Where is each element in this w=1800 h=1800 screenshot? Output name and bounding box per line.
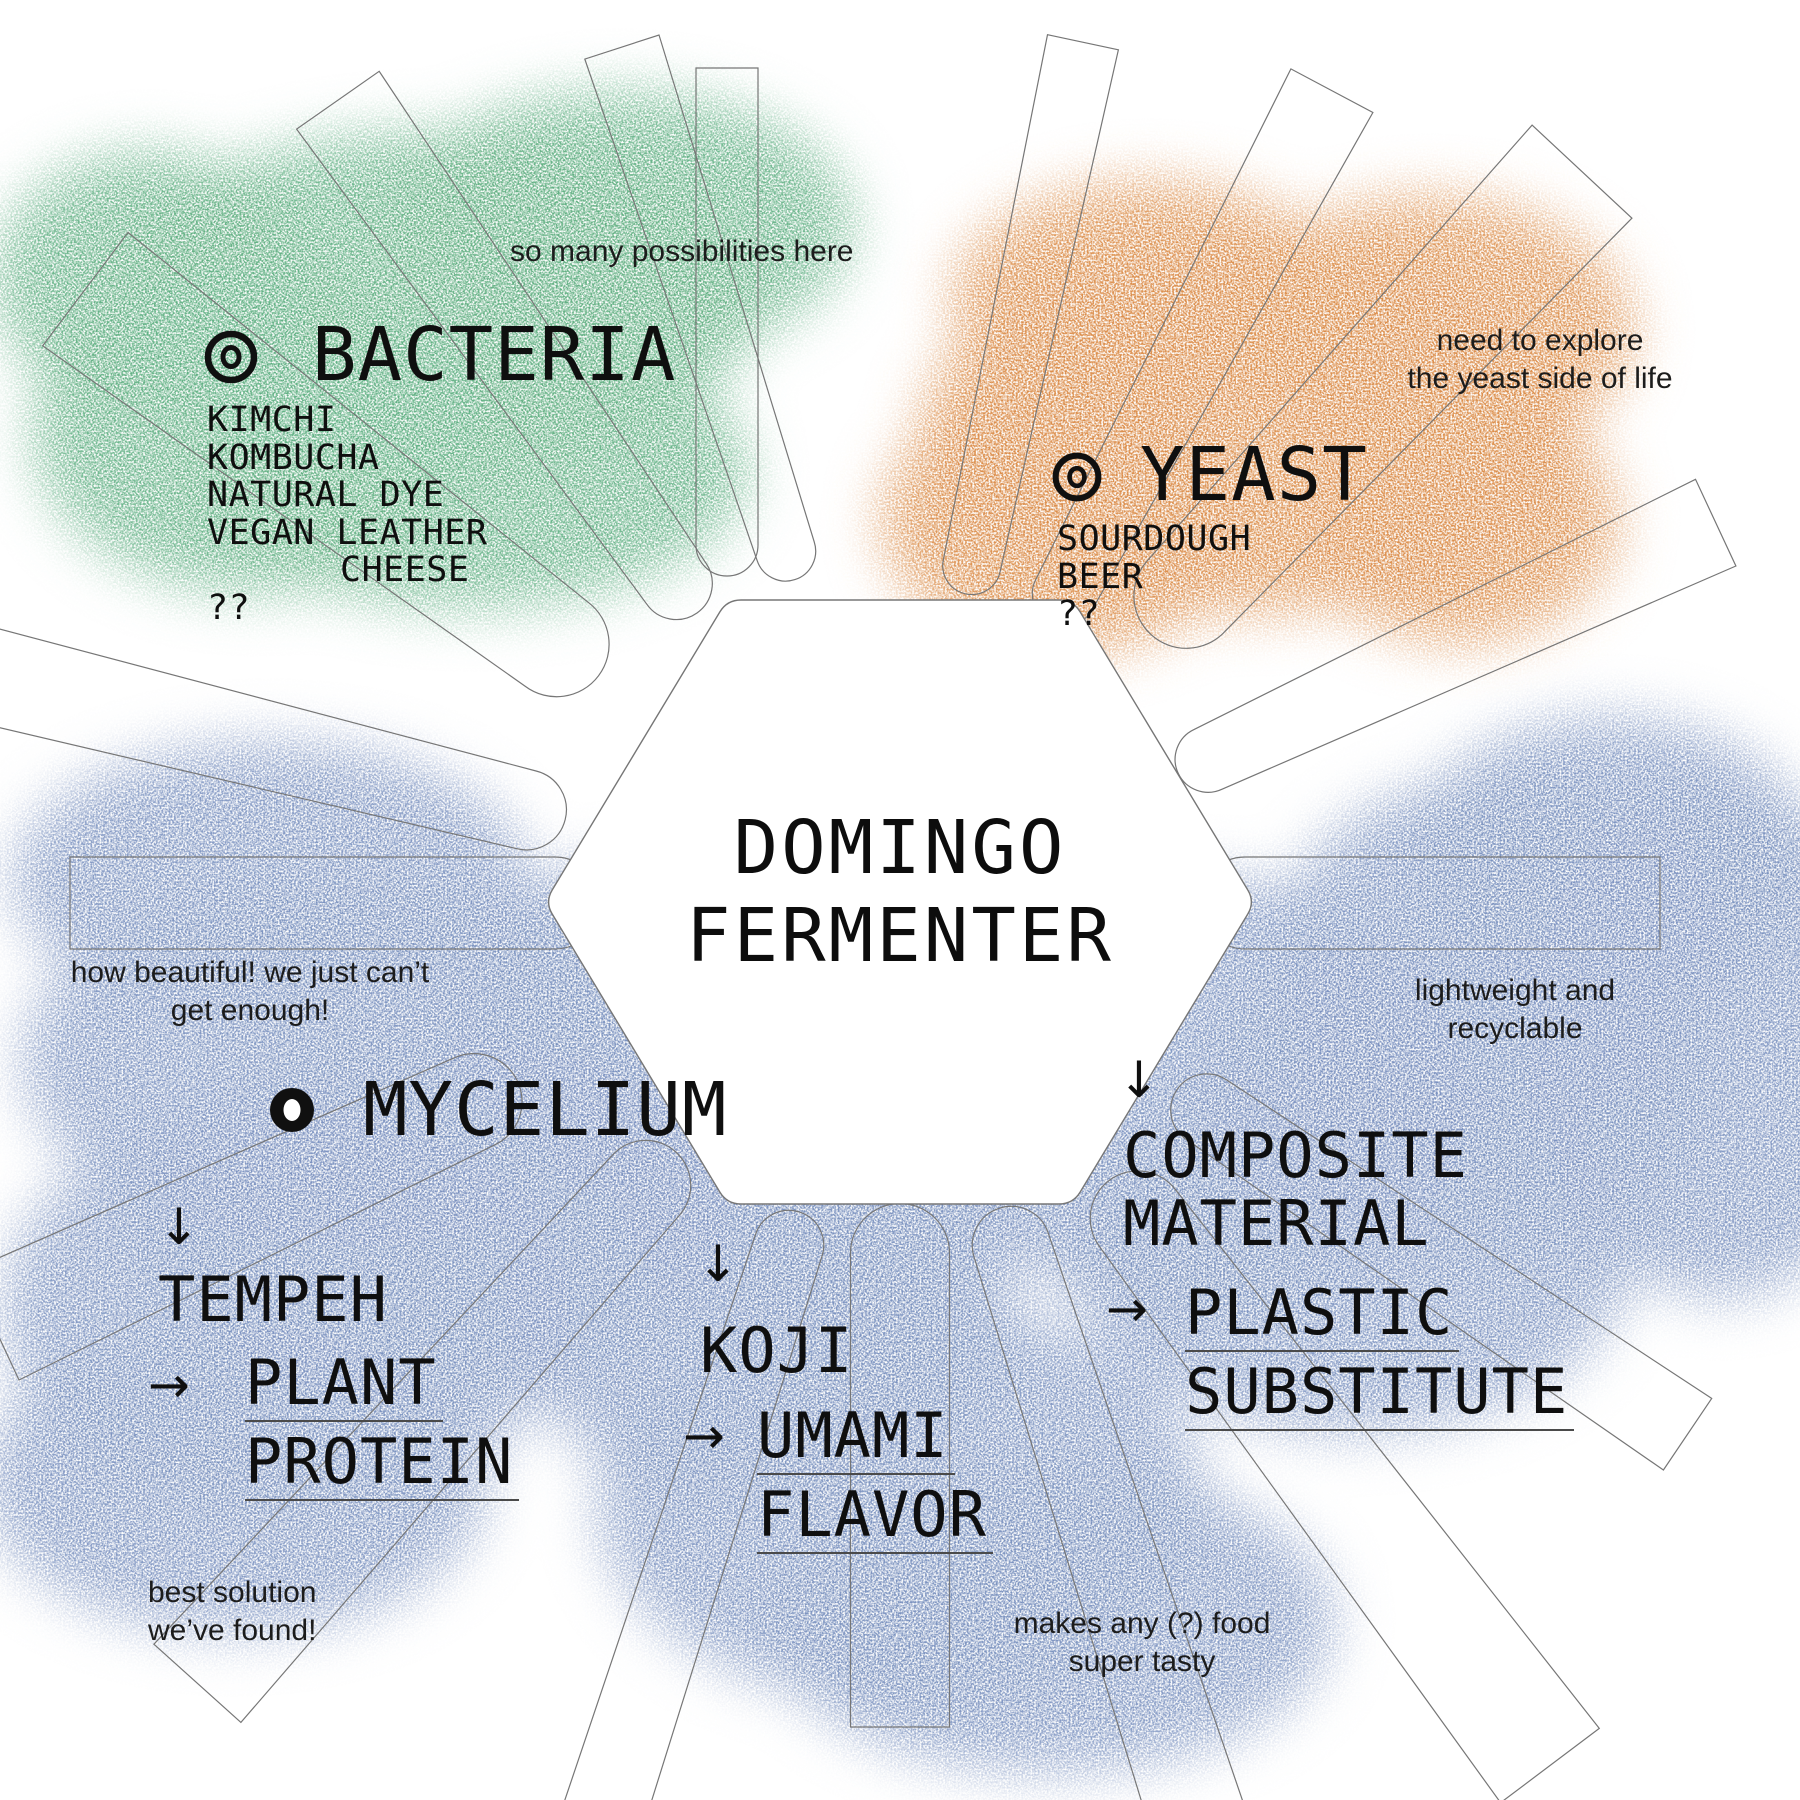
mycelium-note-line1: how beautiful! we just can’t [70,956,430,989]
yeast-note-line1: need to explore [1436,324,1644,357]
orange-spray-blob [880,180,1635,655]
bacteria-bullseye-icon [203,329,259,389]
yeast-items: SOURDOUGH BEER ?? [1057,519,1252,634]
mycelium-heading: MYCELIUM [363,1067,728,1153]
list-item: KOMBUCHA [207,437,380,478]
list-item: KIMCHI [207,400,337,440]
composite-note-line2: recyclable [1447,1012,1583,1045]
koji-note-line1: makes any (?) food [1013,1607,1271,1640]
tempeh-result-line2: PROTEIN [245,1431,520,1501]
list-item: VEGAN LEATHER [207,512,488,553]
arrow-right-icon: → [148,1356,190,1414]
tempeh-heading: TEMPEH [158,1263,388,1336]
koji-result-line2: FLAVOR [757,1484,993,1554]
list-item: ?? [207,587,251,628]
koji-note-line2: super tasty [1068,1645,1216,1678]
yeast-heading: YEAST [1140,432,1368,518]
mycelium-bullseye-icon [268,1086,316,1138]
tempeh-note-line2: we’ve found! [148,1614,317,1647]
yeast-note-line2: the yeast side of life [1407,362,1673,395]
yeast-note: need to explore the yeast side of life [1407,322,1672,398]
arrow-right-icon: → [683,1407,725,1465]
composite-result: PLASTIC SUBSTITUTE [1185,1282,1575,1440]
mycelium-note: how beautiful! we just can’t get enough! [71,954,430,1030]
composite-heading: COMPOSITE MATERIAL [1123,1122,1468,1258]
green-spray-blob [0,90,855,610]
center-title-line2: FERMENTER [686,893,1114,979]
composite-result-line2: SUBSTITUTE [1185,1361,1575,1431]
arrow-right-icon: → [1106,1280,1148,1338]
tempeh-note-line1: best solution [148,1576,317,1609]
arrow-down-icon: ↓ [1118,1051,1160,1109]
koji-result: UMAMI FLAVOR [757,1405,993,1563]
list-item: ?? [1057,594,1101,634]
composite-result-line1: PLASTIC [1185,1282,1460,1352]
tempeh-result-line1: PLANT [245,1352,443,1422]
bacteria-heading: BACTERIA [312,312,677,398]
composite-note-line1: lightweight and [1414,974,1616,1007]
center-hexagon [547,599,1253,1205]
list-item: SOURDOUGH [1057,519,1252,559]
list-item: NATURAL DYE [207,475,445,515]
koji-heading: KOJI [700,1314,854,1387]
koji-result-line1: UMAMI [757,1405,955,1475]
arrow-down-icon: ↓ [697,1235,739,1293]
blue-spray-blob [0,715,1800,1775]
composite-heading-line1: COMPOSITE [1123,1119,1468,1192]
bacteria-items: KIMCHI KOMBUCHA NATURAL DYE VEGAN LEATHE… [207,400,488,628]
center-title-line1: DOMINGO [733,805,1067,891]
tempeh-result: PLANT PROTEIN [245,1352,520,1510]
bacteria-note: so many possibilities here [510,235,854,268]
tempeh-note: best solution we’ve found! [148,1574,316,1650]
composite-heading-line2: MATERIAL [1123,1187,1430,1260]
center-title: DOMINGO FERMENTER [686,804,1114,980]
list-item: BEER [1057,556,1144,597]
composite-note: lightweight and recyclable [1415,972,1615,1048]
list-item: CHEESE [340,550,470,590]
yeast-bullseye-icon [1051,451,1103,507]
arrow-down-icon: ↓ [158,1198,200,1256]
mycelium-note-line2: get enough! [170,994,330,1027]
koji-note: makes any (?) food super tasty [1014,1605,1271,1681]
